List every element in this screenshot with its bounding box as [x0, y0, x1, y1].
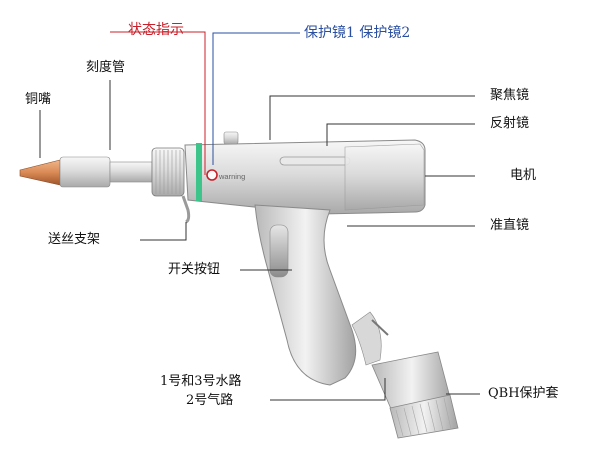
status-indicator-label: 状态指示: [128, 22, 184, 38]
wire-feed-bracket-label: 送丝支架: [48, 232, 101, 247]
qbh-cover: [371, 351, 459, 439]
front-knurled-collar: [151, 147, 185, 197]
status-indicator-ring: [196, 143, 202, 201]
collimator-label: 准直镜: [490, 218, 530, 233]
status-indicator-led: [206, 169, 218, 181]
scale-tube: [59, 156, 153, 188]
wire-feed-bracket: [181, 195, 191, 224]
copper-nozzle-label: 铜嘴: [25, 92, 52, 107]
switch-button-label: 开关按钮: [168, 262, 221, 277]
water-path-label: 1号和3号水路: [160, 374, 242, 389]
warning-badge-text: warning: [218, 172, 245, 181]
leader-lines: [39, 31, 480, 401]
gas-path-label: 2号气路: [186, 393, 234, 408]
gun-body: warning: [184, 131, 426, 215]
switch-button: [269, 224, 289, 278]
motor-label: 电机: [510, 168, 537, 183]
scale-tube-label: 刻度管: [86, 60, 126, 75]
qbh-cover-label: QBH保护套: [488, 386, 559, 401]
focus-lens-label: 聚焦镜: [490, 88, 530, 103]
gun-handle: [254, 204, 389, 386]
copper-nozzle: [19, 159, 61, 186]
protective-lens-label: 保护镜1 保护镜2: [304, 25, 411, 41]
reflector-label: 反射镜: [490, 116, 530, 131]
